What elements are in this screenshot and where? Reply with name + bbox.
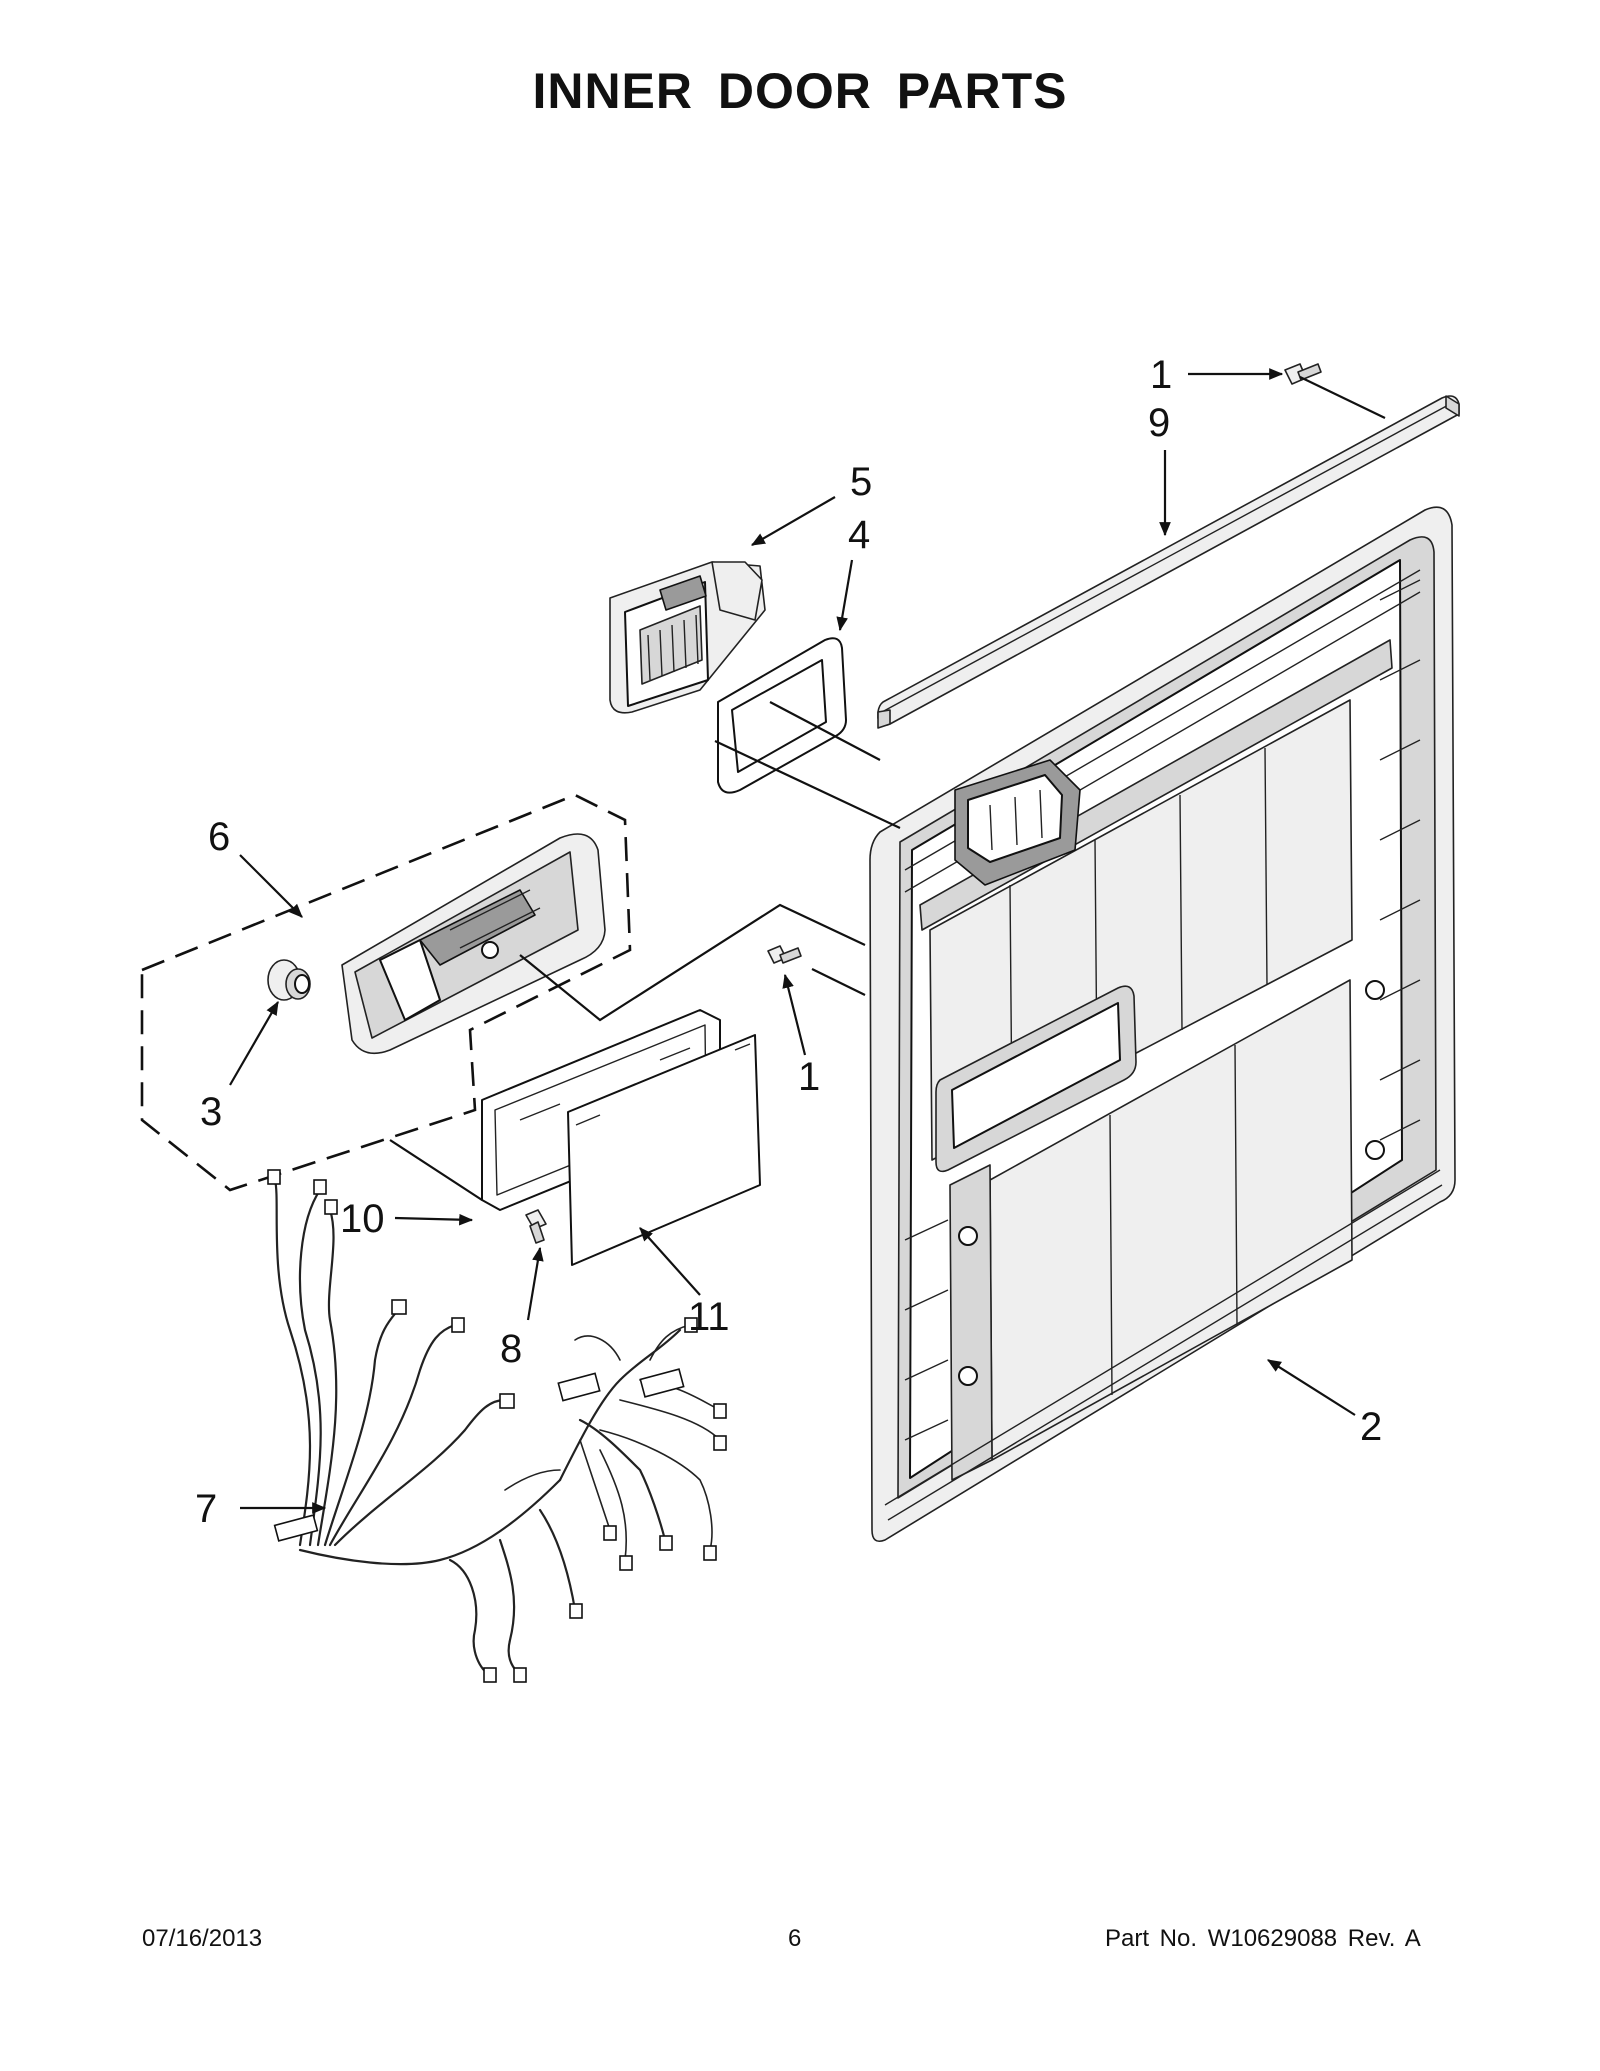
callout-8: 8 (500, 1327, 522, 1371)
page-title: INNER DOOR PARTS (532, 63, 1068, 119)
footer-date: 07/16/2013 (142, 1925, 263, 1952)
screw-mid (767, 945, 802, 964)
arrow-10 (394, 1213, 474, 1226)
callout-10: 10 (340, 1197, 385, 1241)
callout-3: 3 (200, 1090, 222, 1134)
board-shield (567, 1034, 761, 1266)
arrow-3 (229, 1000, 279, 1086)
screw-top (1284, 363, 1322, 385)
callout-labels: 1 9 5 4 6 3 1 10 8 11 2 7 (195, 353, 1382, 1531)
callout-11: 11 (688, 1295, 730, 1339)
arrow-6 (239, 854, 303, 918)
board-screw (525, 1209, 547, 1244)
arrow-5 (750, 496, 836, 546)
callout-5: 5 (850, 460, 872, 504)
callout-1-mid: 1 (798, 1055, 820, 1099)
footer-page-number: 6 (788, 1925, 802, 1952)
arrow-11 (639, 1227, 701, 1296)
wire-harness (267, 1169, 727, 1683)
arrow-2 (1267, 1359, 1356, 1416)
arrow-4 (836, 559, 854, 632)
door-trim-strip (877, 395, 1460, 729)
callout-arrows (229, 368, 1356, 1514)
callout-4: 4 (848, 513, 870, 557)
arrow-8 (526, 1246, 544, 1321)
vent-gasket (717, 637, 847, 794)
inner-door-panel (869, 506, 1456, 1543)
callout-6: 6 (208, 815, 230, 859)
footer-part-number: Part No. W10629088 Rev. A (1105, 1925, 1421, 1952)
callout-7: 7 (195, 1487, 217, 1531)
vent-cover (609, 561, 766, 714)
callout-1-top: 1 (1150, 353, 1172, 397)
arrow-1-mid (782, 973, 807, 1056)
callout-2: 2 (1360, 1405, 1382, 1449)
selector-knob (267, 959, 311, 1001)
callout-9: 9 (1148, 401, 1170, 445)
leader-lines (389, 376, 1386, 1201)
dispenser-assembly (140, 793, 632, 1192)
